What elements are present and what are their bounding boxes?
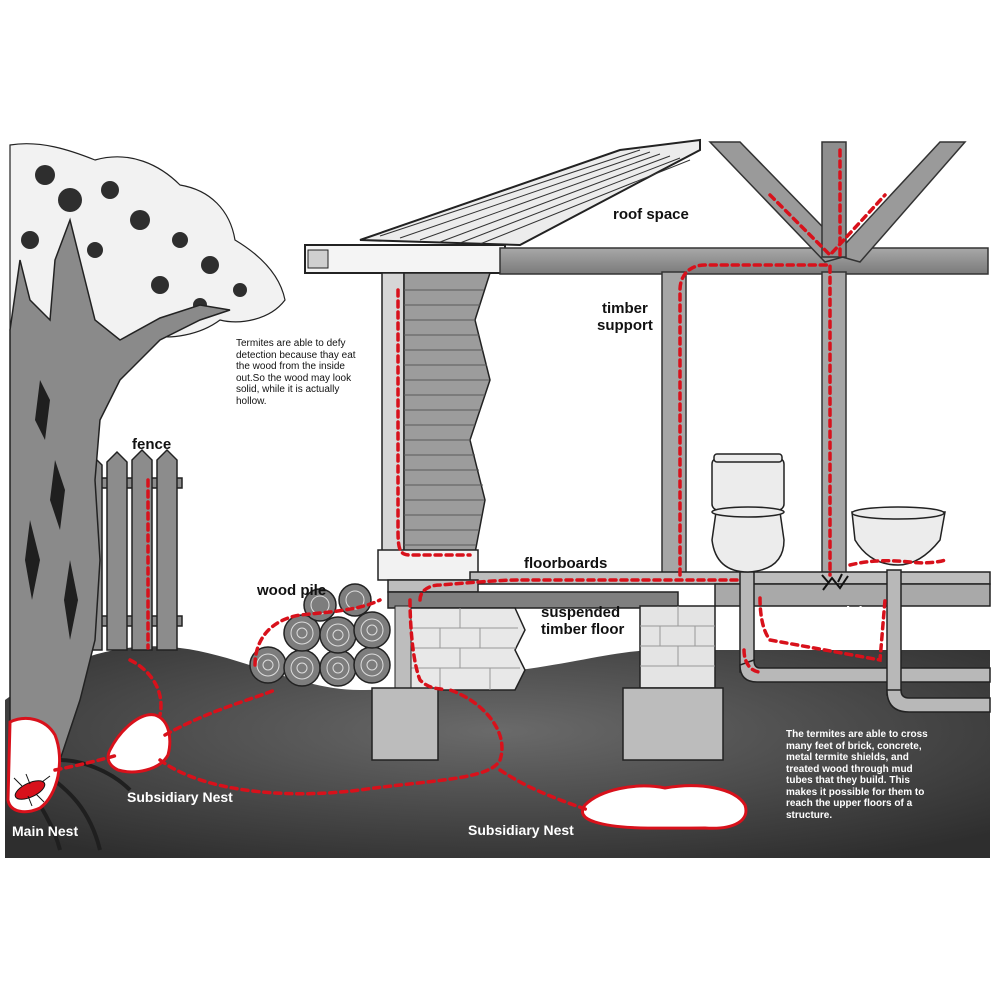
floorboards (469, 571, 991, 585)
concrete-slab (714, 583, 991, 607)
eave (304, 244, 506, 274)
trail-wall (396, 288, 472, 557)
roof-beam (499, 247, 989, 275)
wall-post (381, 272, 405, 554)
trail-pipe (742, 648, 762, 674)
label-roof-space: roof space (613, 206, 689, 223)
trail-ground-2 (163, 688, 277, 737)
termite-icon (13, 773, 51, 807)
label-floorboards: floorboards (524, 555, 608, 572)
wood-pile-icon (249, 583, 391, 687)
label-concrete-slab: concrete slab (771, 604, 868, 621)
label-subsidiary-nest-1: Subsidiary Nest (127, 789, 233, 805)
trail-tree (128, 658, 163, 717)
house-icon (304, 138, 991, 761)
king-post (821, 141, 847, 258)
tree-icon (9, 143, 286, 851)
footing-2 (622, 687, 724, 761)
label-wood-pile: wood pile (257, 582, 327, 599)
subsidiary-nest-1 (106, 713, 172, 774)
trail-support-1 (678, 263, 832, 577)
label-main-nest: Main Nest (12, 823, 79, 839)
timber-support (661, 271, 687, 578)
label-suspended-timber-floor: suspended timber floor (541, 604, 625, 638)
trail-woodpile (253, 598, 382, 667)
pipe-icon (739, 569, 991, 713)
timber-support-2 (821, 271, 847, 578)
subsidiary-nest-2 (581, 784, 748, 830)
roof (359, 138, 701, 247)
note-hollow-wood: Termites are able to defy detection beca… (236, 338, 356, 407)
termite-small-icon (821, 573, 849, 591)
tree-trunk (9, 217, 231, 791)
siding (403, 272, 492, 554)
trail-sink (848, 558, 947, 567)
trail-slab (758, 596, 887, 663)
trail-to-nest-2 (498, 768, 590, 812)
label-timber-support: timber support (597, 300, 653, 334)
label-fence: fence (132, 436, 172, 453)
sink-icon (851, 506, 946, 566)
toilet-icon (711, 453, 785, 573)
termite-trails (53, 148, 947, 812)
trail-nest-link (53, 753, 120, 772)
bearer (387, 591, 679, 609)
rafter-right (833, 141, 967, 263)
brick-wall (409, 607, 526, 691)
footing-1 (371, 687, 439, 761)
trail-subfloor (408, 598, 447, 692)
trail-rafters (768, 148, 887, 258)
trail-ground-1 (158, 688, 504, 796)
label-subsidiary-nest-2: Subsidiary Nest (468, 822, 574, 838)
note-mud-tubes: The termites are able to cross many feet… (786, 729, 928, 821)
trail-floor (418, 578, 742, 602)
